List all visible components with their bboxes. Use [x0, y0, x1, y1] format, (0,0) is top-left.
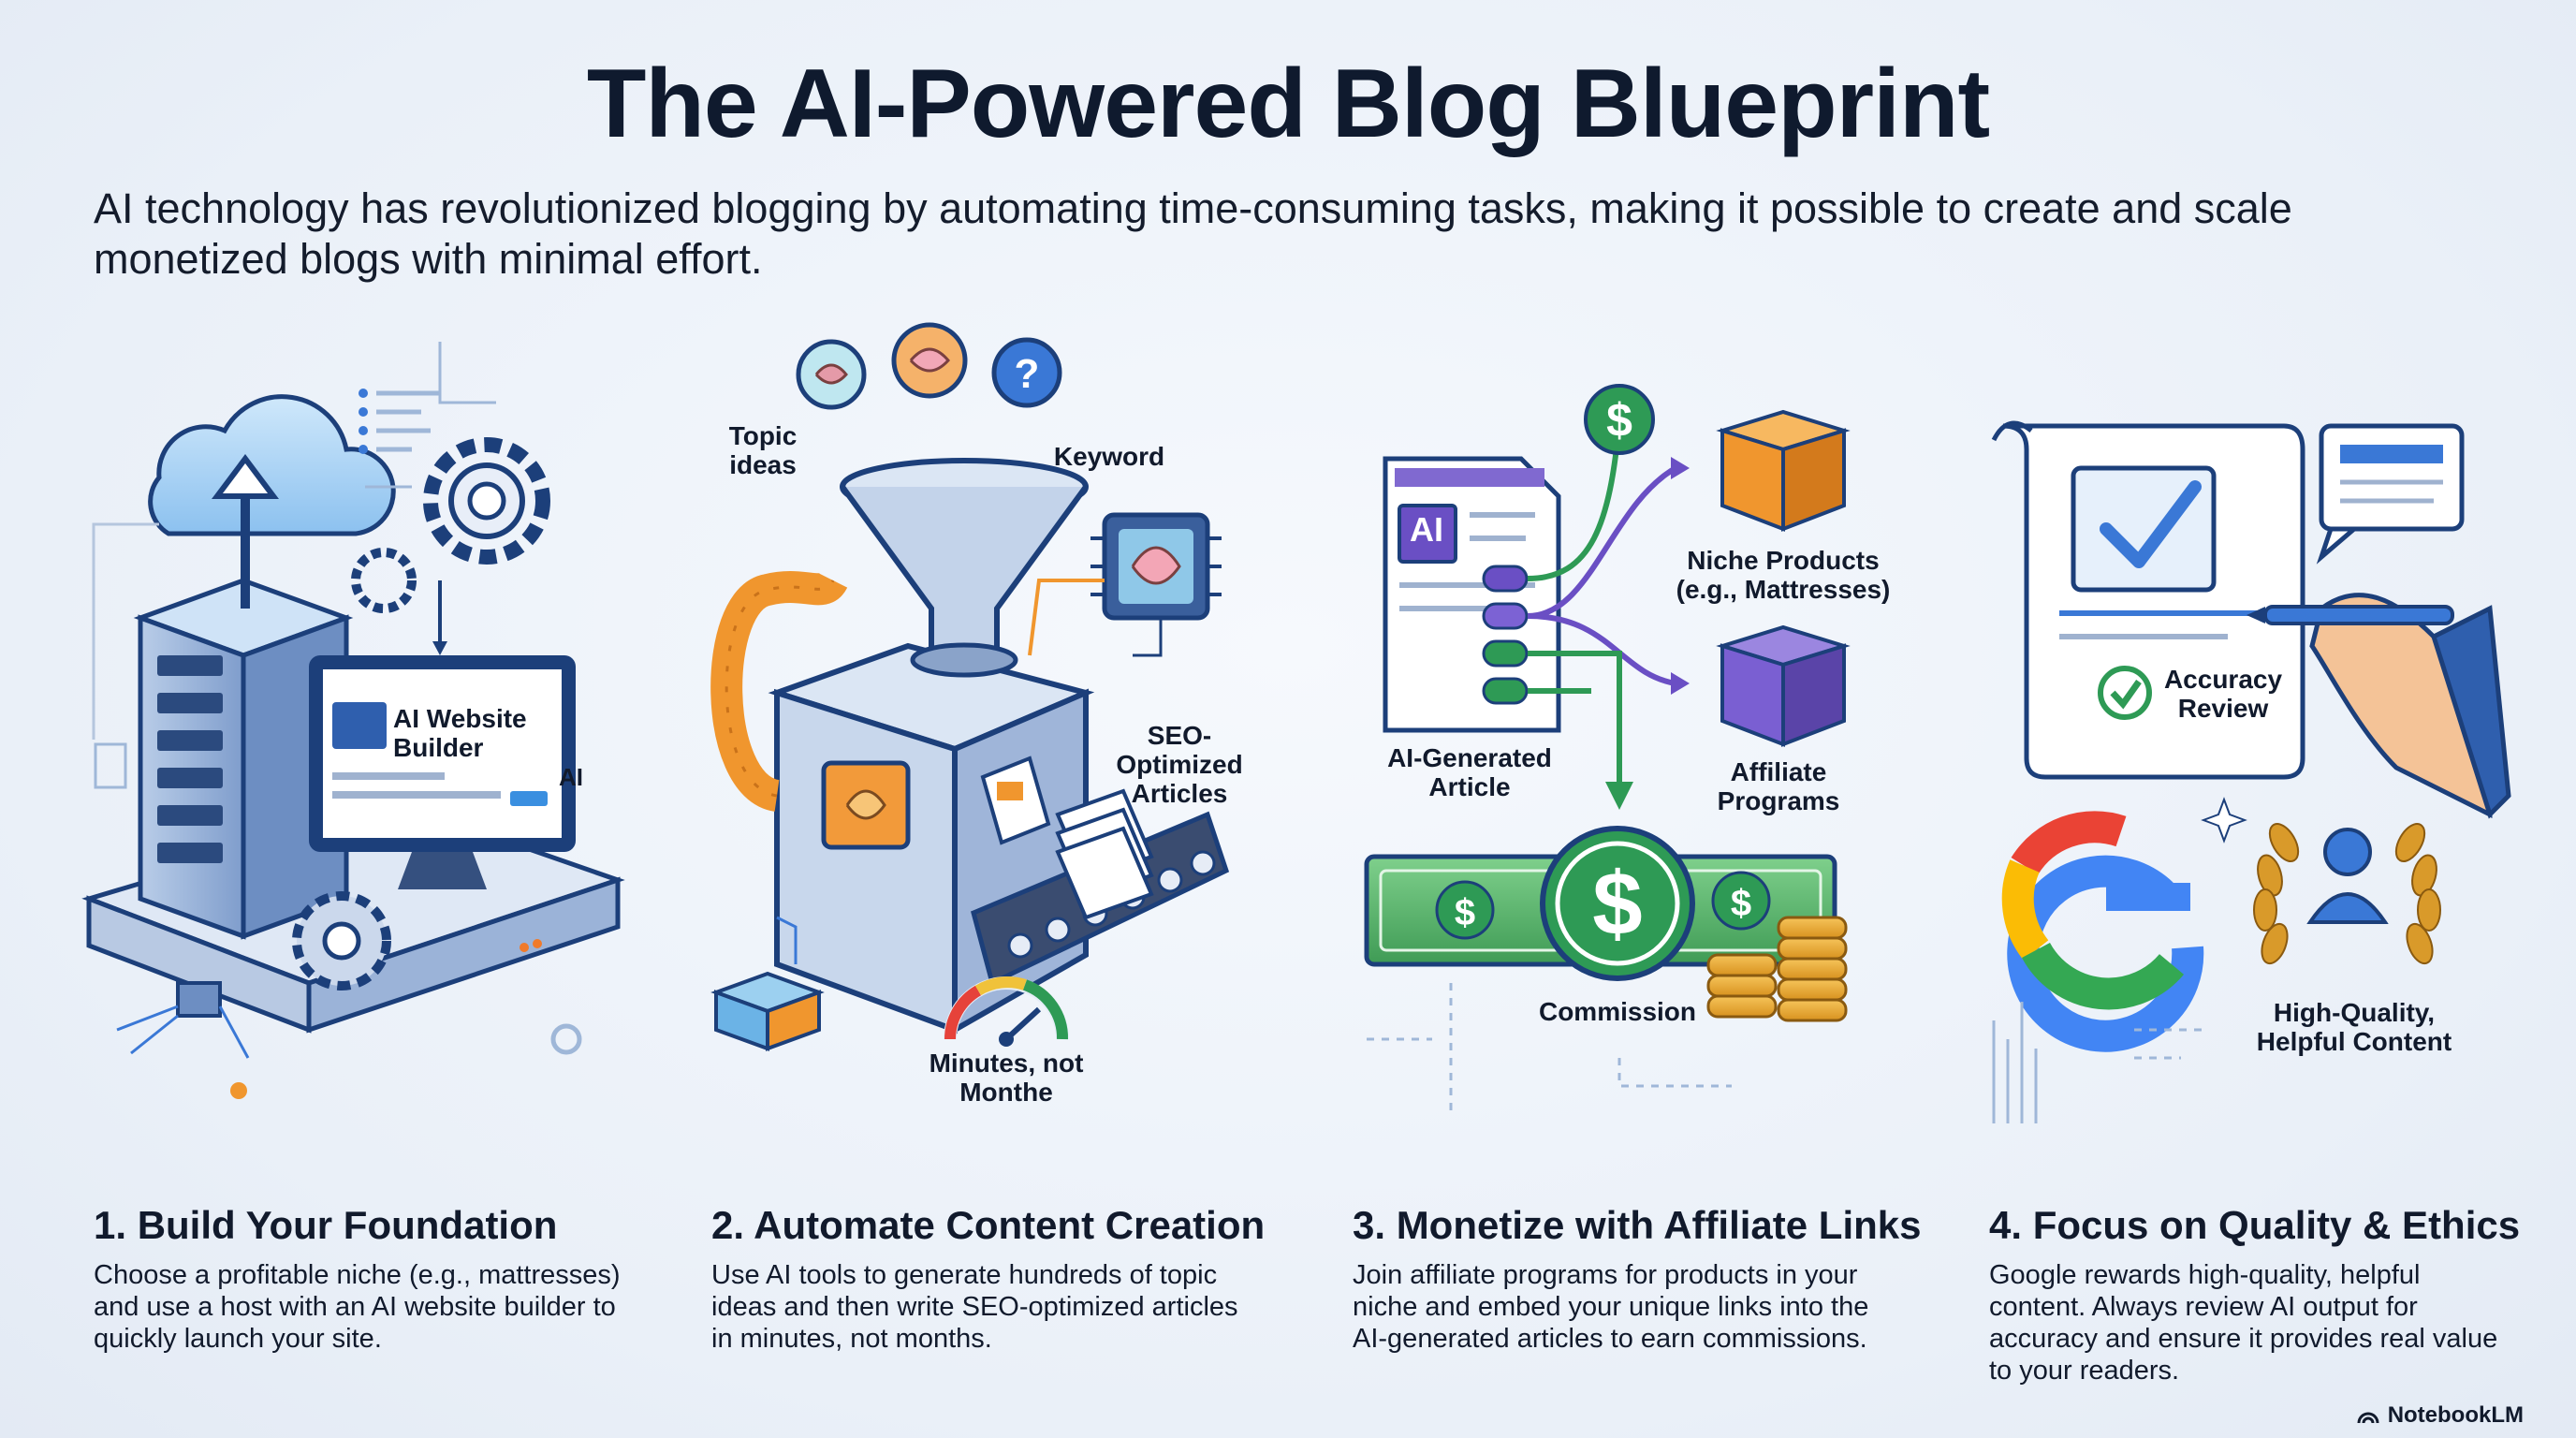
svg-text:?: ? [1015, 351, 1040, 397]
svg-text:$: $ [1606, 394, 1632, 447]
content-funnel-icon: ? [710, 322, 1230, 1051]
panel2-topic-label: Topic ideas [728, 421, 798, 479]
step2-title: 2. Automate Content Creation [711, 1203, 1266, 1247]
svg-text:$: $ [1592, 854, 1642, 954]
step2-description: Use AI tools to generate hundreds of top… [711, 1260, 1238, 1354]
quality-review-icon [1991, 420, 2511, 1123]
notebooklm-logo-icon [2357, 1412, 2379, 1424]
step3-description: Join affiliate programs for products in … [1353, 1260, 1869, 1354]
step4-title: 4. Focus on Quality & Ethics [1989, 1203, 2521, 1247]
svg-text:$: $ [1455, 892, 1475, 933]
page-subtitle: AI technology has revolutionized bloggin… [94, 184, 2292, 283]
server-cloud-icon [81, 342, 625, 1099]
svg-text:$: $ [1731, 883, 1751, 924]
panel3-commission-label: Commission [1538, 997, 1697, 1026]
page-title: The AI-Powered Blog Blueprint [586, 50, 1990, 158]
step1-title: 1. Build Your Foundation [94, 1203, 558, 1247]
panel3-article-label: AI-Generated Article [1387, 743, 1552, 801]
step1-description: Choose a profitable niche (e.g., mattres… [94, 1260, 621, 1354]
affiliate-money-icon: $ $ $ $ [1364, 384, 1851, 1114]
panel4-quality-label: High-Quality, Helpful Content [2256, 998, 2452, 1056]
brand-footer: NotebookLM [2356, 1402, 2524, 1429]
panel1-ai-badge: AI [559, 763, 583, 791]
panel3-affiliate-label: Affiliate Programs [1717, 757, 1840, 815]
panel3-niche-label: Niche Products (e.g., Mattresses) [1676, 546, 1891, 604]
panel2-keyword-label: Keyword [1053, 442, 1165, 471]
panel4-accuracy-label: Accuracy Review [2163, 665, 2283, 723]
panel2-seo-label: SEO- Optimized Articles [1116, 721, 1243, 808]
step4-description: Google rewards high-quality, helpful con… [1989, 1260, 2498, 1386]
panel2-speed-label: Minutes, not Monthe [929, 1049, 1084, 1107]
panel3-ai-badge: AI [1410, 510, 1443, 549]
step3-title: 3. Monetize with Affiliate Links [1353, 1203, 1922, 1247]
brand-label: NotebookLM [2387, 1402, 2524, 1428]
panel1-builder-label: AI Website Builder [393, 704, 527, 762]
